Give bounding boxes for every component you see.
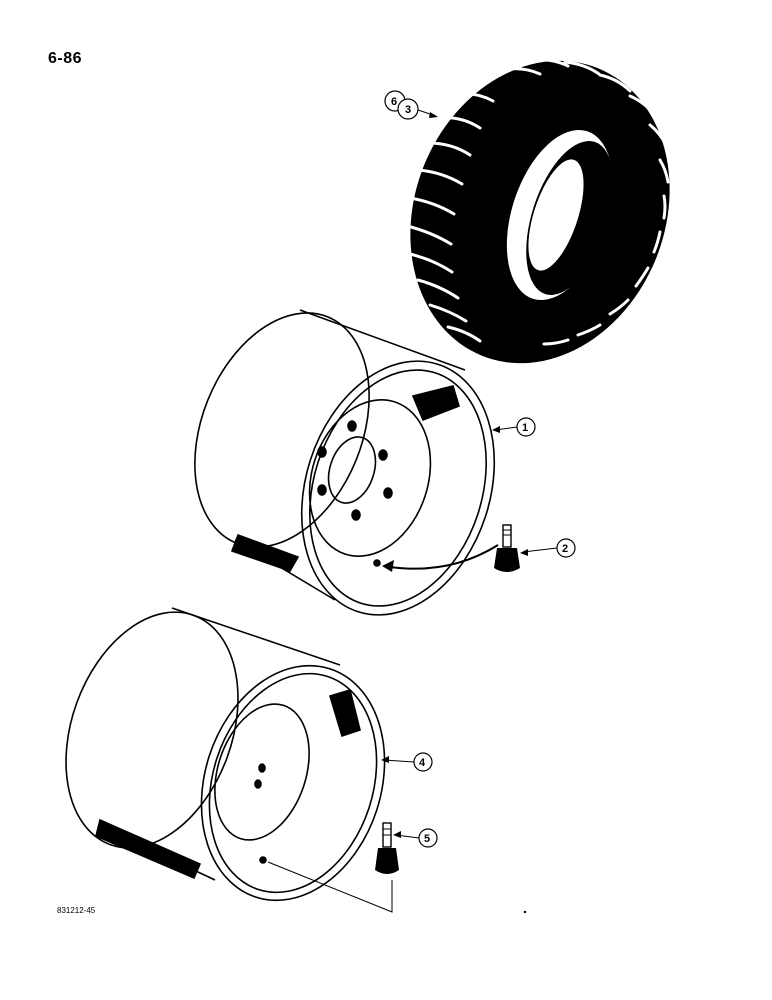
callout-valve-upper: 2 xyxy=(520,538,576,558)
callout-tire-label-a: 6 xyxy=(391,96,397,108)
wheel-rim-upper xyxy=(194,309,496,616)
callout-valve-lower-label: 5 xyxy=(424,833,430,845)
page-number: 6-86 xyxy=(48,50,83,67)
callout-rim-lower-label: 4 xyxy=(419,757,426,769)
valve-stem-upper xyxy=(494,524,520,572)
callout-tire: 6 3 xyxy=(384,90,438,120)
wheel-rim-lower xyxy=(65,607,386,902)
valve-stem-lower xyxy=(375,822,399,874)
tire-illustration xyxy=(405,58,670,364)
callout-tire-label-b: 3 xyxy=(405,104,411,116)
figure-code: 831212-45 xyxy=(57,906,96,915)
callout-rim-upper: 1 xyxy=(492,417,536,437)
callout-rim-upper-label: 1 xyxy=(522,422,528,434)
callout-valve-upper-label: 2 xyxy=(562,543,568,555)
callout-rim-lower: 4 xyxy=(381,752,433,772)
callout-valve-lower: 5 xyxy=(393,828,438,848)
